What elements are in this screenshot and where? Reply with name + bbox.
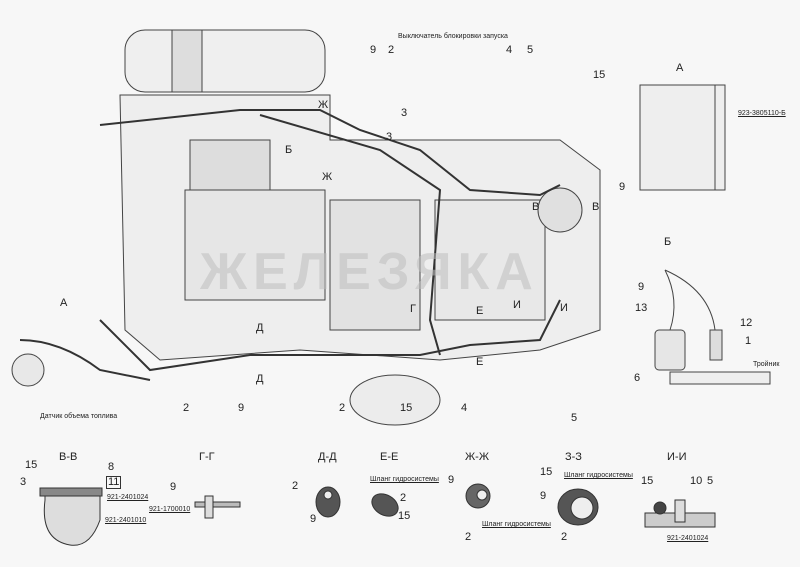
hoses xyxy=(19,109,561,381)
callout-number: 3 xyxy=(401,107,408,119)
section-title: И-И xyxy=(667,451,687,463)
section-marker: И xyxy=(560,302,568,314)
callout-number: 15 xyxy=(398,510,411,522)
callout-number: 8 xyxy=(108,461,115,473)
section-title: В-В xyxy=(59,451,78,463)
section-marker: В xyxy=(532,201,540,213)
callout-number: 9 xyxy=(238,402,245,414)
part-number: 921-2401024 xyxy=(667,535,709,542)
section-title: Ж-Ж xyxy=(465,451,489,463)
callout-number: 9 xyxy=(540,490,547,502)
watermark: ЖЕЛЕЗЯКА xyxy=(200,243,539,301)
callout-number: 5 xyxy=(571,412,578,424)
callout-number: 5 xyxy=(707,475,714,487)
section-drawings xyxy=(39,483,716,546)
callout-number: 15 xyxy=(25,459,38,471)
section-marker: И xyxy=(513,299,521,311)
callout-number: 13 xyxy=(635,302,648,314)
switch-callout: Выключатель блокировки запуска xyxy=(398,33,508,40)
fuel-sensor xyxy=(11,353,45,387)
view-b-drawing xyxy=(654,269,771,385)
fuel-sensor-callout: Датчик объема топлива xyxy=(40,413,118,420)
engine-block xyxy=(119,94,601,426)
section-marker: Г xyxy=(410,303,416,315)
section-marker: Д xyxy=(256,373,264,385)
part-number: 921-2401010 xyxy=(105,517,147,524)
section-marker: Е xyxy=(476,356,484,368)
callout-number: 4 xyxy=(461,402,468,414)
callout-number: 9 xyxy=(638,281,645,293)
callout-number: 10 xyxy=(690,475,703,487)
fuel-tank xyxy=(124,29,326,93)
section-marker: Ж xyxy=(318,99,329,111)
callout-number: 2 xyxy=(400,492,407,504)
callout-number: 15 xyxy=(641,475,654,487)
callout-number: 2 xyxy=(292,480,299,492)
callout-number: 3 xyxy=(20,476,27,488)
view-a-title: А xyxy=(676,62,684,74)
view-a-drawing xyxy=(639,84,726,191)
callout-number: 2 xyxy=(388,44,395,56)
callout-number: 9 xyxy=(170,481,177,493)
callout-number: 9 xyxy=(310,513,317,525)
view-b-title: Б xyxy=(664,236,672,248)
section-marker: В xyxy=(592,201,600,213)
section-marker: Ж xyxy=(322,171,333,183)
callout-number: 6 xyxy=(634,372,641,384)
callout-number: 15 xyxy=(400,402,413,414)
callout-number: 3 xyxy=(386,131,393,143)
callout-number: 2 xyxy=(465,531,472,543)
callout-number: 15 xyxy=(593,69,606,81)
callout-number: 9 xyxy=(370,44,377,56)
callout-number: 2 xyxy=(183,402,190,414)
part-number: 921-2401024 xyxy=(107,494,149,501)
callout-number: 2 xyxy=(561,531,568,543)
section-marker: Б xyxy=(285,144,293,156)
section-title: З-З xyxy=(565,451,582,463)
section-title: Д-Д xyxy=(318,451,337,463)
callout-number: 15 xyxy=(540,466,553,478)
tee-label: Тройник xyxy=(753,361,780,368)
callout-number: 11 xyxy=(106,476,122,489)
callout-number: 9 xyxy=(619,181,626,193)
hose-label: Шланг гидросистемы xyxy=(482,521,551,528)
part-number: 923-3805110-Б xyxy=(738,110,786,117)
callout-number: 12 xyxy=(740,317,753,329)
section-title: Е-Е xyxy=(380,451,399,463)
part-number: 921-1700010 xyxy=(149,506,191,513)
section-marker: Д xyxy=(256,322,264,334)
callout-number: 1 xyxy=(745,335,752,347)
callout-number: 9 xyxy=(448,474,455,486)
section-title: Г-Г xyxy=(199,451,215,463)
callout-number: 5 xyxy=(527,44,534,56)
section-marker: Е xyxy=(476,305,484,317)
view-marker-a: А xyxy=(60,297,68,309)
hose-label: Шланг гидросистемы xyxy=(370,476,439,483)
callout-number: 4 xyxy=(506,44,513,56)
callout-number: 2 xyxy=(339,402,346,414)
hose-label: Шланг гидросистемы xyxy=(564,472,633,479)
